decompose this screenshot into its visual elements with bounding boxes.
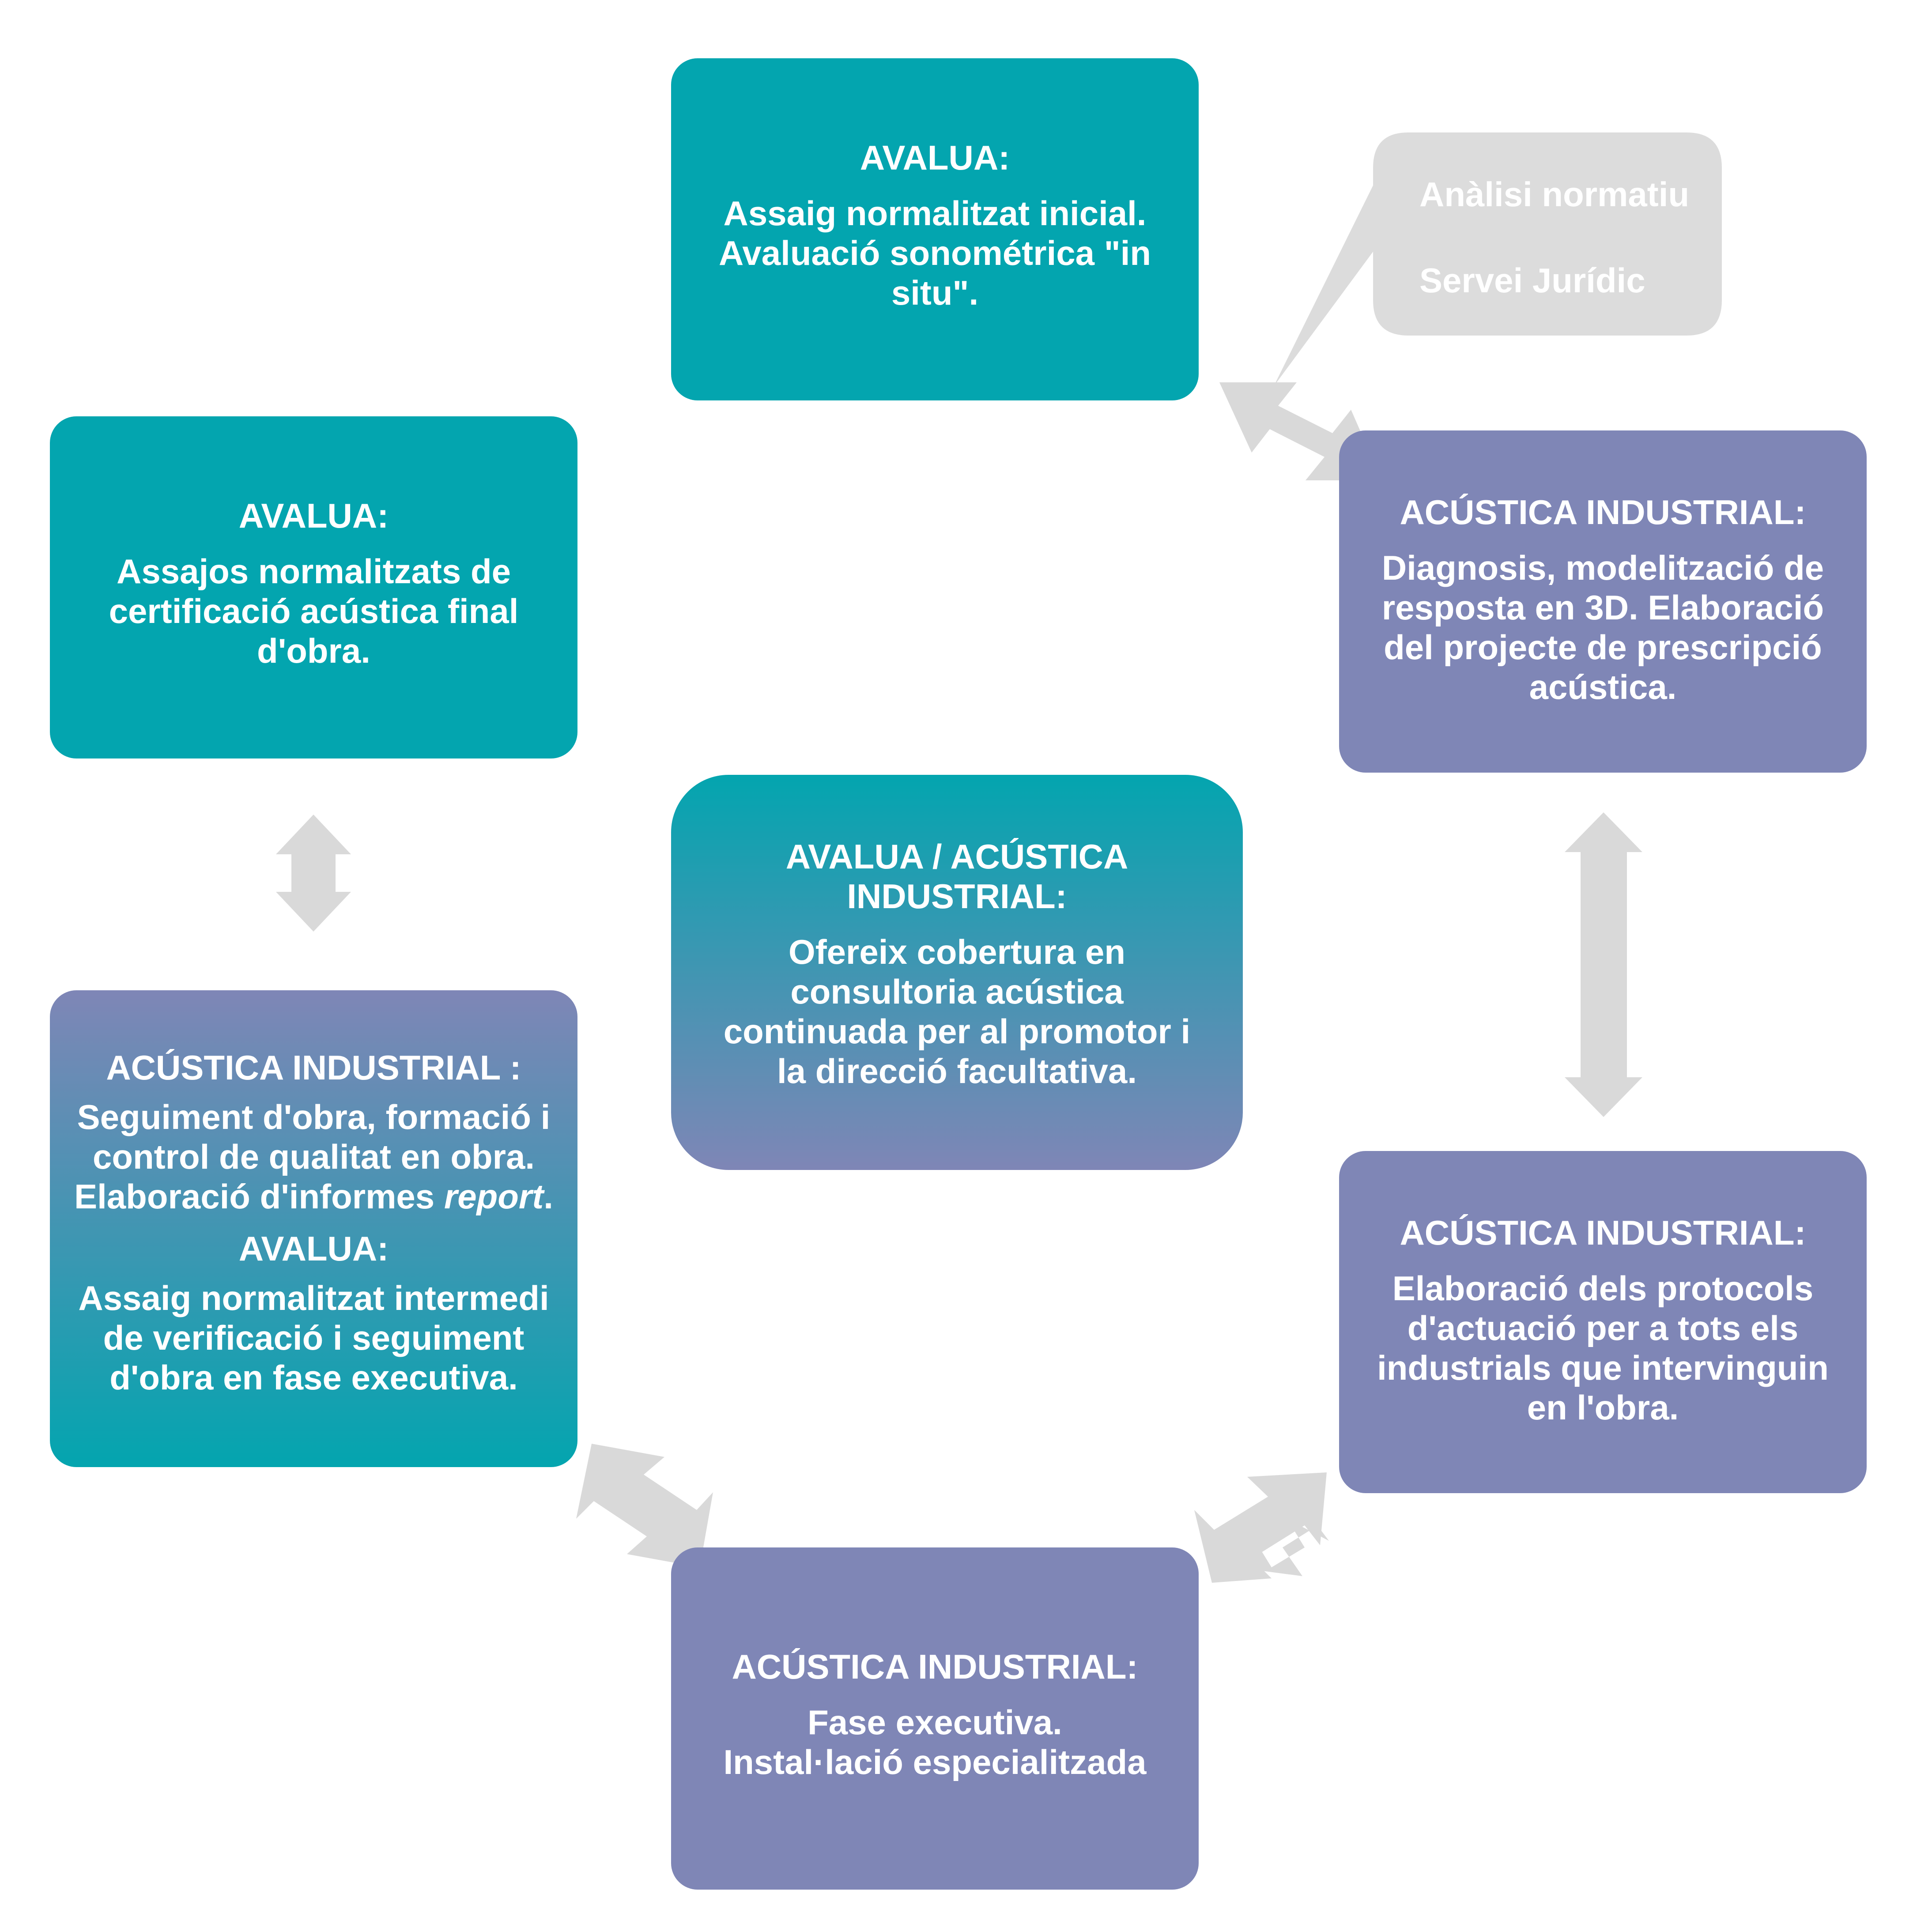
box-avalua-final: AVALUA: Assajos normalitzats de certific… [50, 416, 577, 758]
box-text-line: Fase executiva. [808, 1703, 1062, 1742]
box-heading: AVALUA: [860, 138, 1010, 177]
box-text-line: en l'obra. [1527, 1388, 1679, 1427]
box-heading: ACÚSTICA INDUSTRIAL: [1400, 1213, 1806, 1252]
box-acustica-executive: ACÚSTICA INDUSTRIAL: Fase executiva. Ins… [671, 1547, 1199, 1890]
report-italic: report [444, 1177, 544, 1216]
box-text-line: Assaig normalitzat intermedi [78, 1279, 549, 1317]
box-heading: ACÚSTICA INDUSTRIAL : [106, 1048, 521, 1087]
box-acustica-protocols: ACÚSTICA INDUSTRIAL: Elaboració dels pro… [1339, 1151, 1867, 1493]
arrow-right-bottom-to-bottom-fill [1194, 1472, 1327, 1583]
box-heading-line: INDUSTRIAL: [847, 877, 1067, 916]
box-heading-line: AVALUA / ACÚSTICA [785, 837, 1128, 876]
box-text-line: acústica. [1529, 668, 1677, 706]
box-text-line: industrials que intervinguin [1377, 1348, 1829, 1387]
box-text-line-report: Elaboració d'informes report. [74, 1177, 553, 1216]
arrow-left-vertical [276, 815, 351, 932]
box-text-line: Ofereix cobertura en [789, 932, 1125, 971]
box-heading: AVALUA: [238, 496, 389, 535]
box-text-line: d'actuació per a tots els [1407, 1309, 1799, 1347]
box-text-line: certificació acústica final [109, 592, 519, 630]
box-text-line: resposta en 3D. Elaboració [1381, 588, 1824, 627]
report-prefix: Elaboració d'informes [74, 1177, 444, 1216]
box-text-line: Diagnosis, modelització de [1381, 548, 1824, 587]
box-text-line: situ". [891, 273, 979, 312]
box-text-line: Seguiment d'obra, formació i [77, 1098, 551, 1136]
box-text-line: d'obra. [257, 631, 370, 670]
box-text-line: la direcció facultativa. [777, 1052, 1137, 1091]
box-text-line: consultoria acústica [790, 972, 1124, 1011]
box-text-line: Avaluació sonométrica "in [718, 234, 1151, 272]
box-heading: ACÚSTICA INDUSTRIAL: [732, 1647, 1138, 1686]
box-center-consultancy: AVALUA / ACÚSTICA INDUSTRIAL: Ofereix co… [671, 775, 1243, 1170]
box-acustica-avalua-followup: ACÚSTICA INDUSTRIAL : Seguiment d'obra, … [50, 990, 577, 1467]
box-text-line: d'obra en fase executiva. [109, 1358, 518, 1397]
box-heading: ACÚSTICA INDUSTRIAL: [1400, 493, 1806, 532]
box-text-line: Elaboració dels protocols [1392, 1269, 1814, 1308]
box-text-line: Assaig normalitzat inicial. [723, 194, 1147, 233]
box-heading: AVALUA: [238, 1229, 389, 1268]
callout-line-1: Anàlisi normatiu [1419, 175, 1690, 214]
box-text-line: control de qualitat en obra. [92, 1137, 535, 1176]
arrow-right-vertical [1565, 812, 1642, 1117]
box-text-line: de verificació i seguiment [103, 1318, 525, 1357]
arrow-left-bottom-to-bottom [576, 1444, 713, 1567]
box-text-line: continuada per al promotor i [723, 1012, 1191, 1051]
callout-line-2: Servei Jurídic [1419, 261, 1645, 300]
report-suffix: . [543, 1177, 553, 1216]
box-text-line: Assajos normalitzats de [117, 552, 511, 591]
box-acustica-diagnosis: ACÚSTICA INDUSTRIAL: Diagnosis, modelitz… [1339, 430, 1867, 773]
box-avalua-initial: AVALUA: Assaig normalitzat inicial. Aval… [671, 58, 1199, 400]
box-text-line: Instal·lació especialitzada [723, 1743, 1147, 1781]
box-text-line: del projecte de prescripció [1384, 628, 1822, 667]
callout-bubble-shape [1274, 132, 1722, 386]
